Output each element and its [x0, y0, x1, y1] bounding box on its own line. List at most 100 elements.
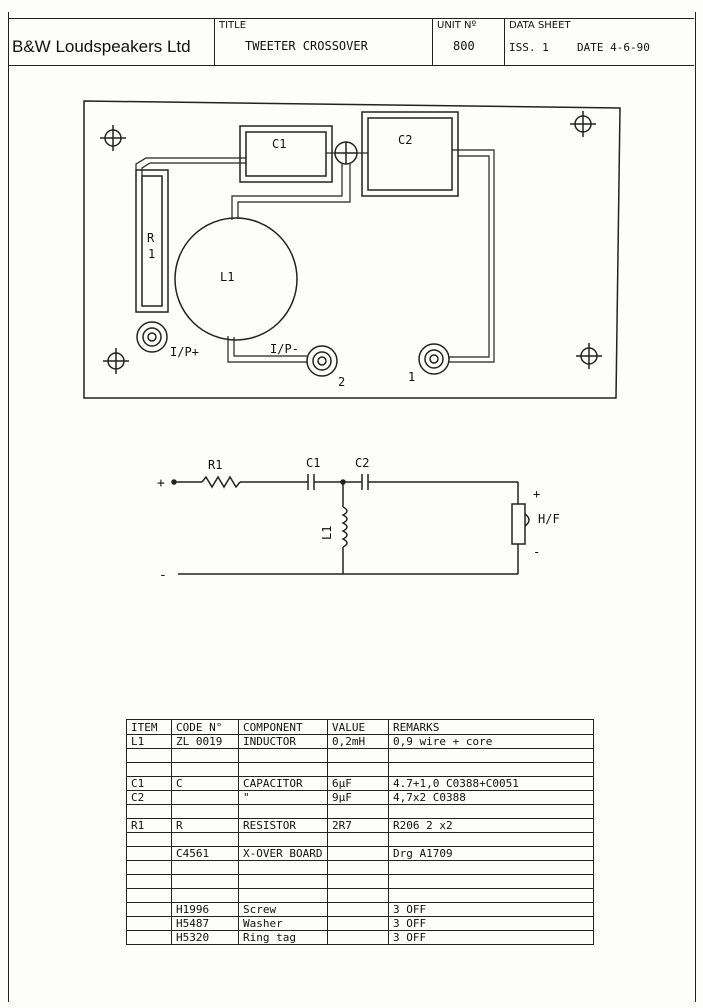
- parts-list-cell: C: [171, 776, 239, 791]
- parts-list-row: [126, 888, 594, 903]
- pcb-label-ip-plus: I/P+: [170, 345, 199, 359]
- pcb-label-pin1: 1: [408, 370, 415, 384]
- pcb-label-r1-b: 1: [148, 247, 155, 261]
- parts-list-cell: 4.7+1,0 C0388+C0051: [388, 776, 594, 791]
- parts-list-row: [126, 748, 594, 763]
- registration-mark-bottom-left: [103, 348, 129, 374]
- parts-list-cell: [327, 762, 389, 777]
- issue-number: ISS. 1: [509, 41, 549, 54]
- parts-list-cell: ZL 0019: [171, 734, 239, 749]
- schematic-label-c1: C1: [306, 456, 320, 470]
- title-cell: TITLE TWEETER CROSSOVER: [215, 19, 433, 65]
- parts-list-cell: CAPACITOR: [238, 776, 328, 791]
- parts-list-cell: [126, 804, 172, 819]
- schematic-tweeter: [511, 503, 526, 545]
- title-block: B&W Loudspeakers Ltd TITLE TWEETER CROSS…: [8, 18, 694, 66]
- parts-list-row: [126, 832, 594, 847]
- parts-list-cell: 3 OFF: [388, 902, 594, 917]
- parts-list-cell: [388, 832, 594, 847]
- company-cell: B&W Loudspeakers Ltd: [8, 19, 215, 65]
- parts-list-cell: [388, 804, 594, 819]
- sheet-border: [8, 12, 696, 1002]
- parts-list-cell: [171, 762, 239, 777]
- parts-list-cell: [171, 860, 239, 875]
- pcb-label-l1: L1: [220, 270, 234, 284]
- terminal-2: [306, 345, 338, 377]
- schematic-label-hf-minus: -: [533, 545, 540, 559]
- parts-list-cell: H5320: [171, 930, 239, 945]
- parts-list-cell: Screw: [238, 902, 328, 917]
- parts-list-cell: [327, 888, 389, 903]
- unit-label: UNIT Nº: [437, 20, 477, 31]
- parts-list-cell: [171, 874, 239, 889]
- parts-list-cell: [327, 832, 389, 847]
- schematic-r1: [201, 475, 241, 489]
- pcb-label-r1-a: R: [147, 231, 155, 245]
- parts-list-cell: [327, 930, 389, 945]
- parts-list-cell: [327, 874, 389, 889]
- parts-list-cell: 4,7x2 C0388: [388, 790, 594, 805]
- pcb-l1-outline: [174, 217, 298, 341]
- parts-list-cell: [171, 832, 239, 847]
- parts-list-cell: ": [238, 790, 328, 805]
- parts-list-cell: [327, 902, 389, 917]
- parts-list-cell: [126, 874, 172, 889]
- parts-list-cell: [171, 804, 239, 819]
- unit-cell: UNIT Nº 800: [433, 19, 505, 65]
- column-header: VALUE: [327, 719, 389, 735]
- parts-list-cell: [238, 860, 328, 875]
- parts-list-cell: H5487: [171, 916, 239, 931]
- parts-list-cell: [171, 888, 239, 903]
- parts-list-cell: R: [171, 818, 239, 833]
- registration-mark-top-left: [100, 125, 126, 151]
- terminal-1: [418, 343, 450, 375]
- parts-list-cell: [388, 874, 594, 889]
- parts-list-cell: [126, 860, 172, 875]
- company-name: B&W Loudspeakers Ltd: [12, 37, 191, 56]
- parts-list-cell: C2: [126, 790, 172, 805]
- parts-list-cell: R206 2 x2: [388, 818, 594, 833]
- parts-list-cell: 0,9 wire + core: [388, 734, 594, 749]
- datasheet-label: DATA SHEET: [509, 20, 571, 31]
- parts-list-cell: Drg A1709: [388, 846, 594, 861]
- parts-list-cell: Ring tag: [238, 930, 328, 945]
- pcb-c1-outline: [239, 125, 333, 183]
- pcb-c1-inner: [245, 131, 327, 177]
- pcb-outline: [83, 100, 621, 399]
- schematic-label-hf-plus: +: [533, 487, 540, 501]
- parts-list-cell: X-OVER BOARD: [238, 846, 328, 861]
- schematic-label-plus: +: [157, 476, 165, 491]
- parts-list-row: [126, 804, 594, 819]
- parts-list-cell: [327, 846, 389, 861]
- parts-list-row: [126, 860, 594, 875]
- parts-list-cell: [238, 748, 328, 763]
- parts-list-cell: [327, 916, 389, 931]
- terminal-ip-plus: [136, 321, 168, 353]
- parts-list-cell: L1: [126, 734, 172, 749]
- parts-list-cell: [238, 762, 328, 777]
- parts-list-cell: [388, 762, 594, 777]
- parts-list-cell: [238, 804, 328, 819]
- drawing-title: TWEETER CROSSOVER: [245, 39, 368, 53]
- parts-list-cell: [126, 888, 172, 903]
- schematic: [171, 474, 530, 575]
- column-header: COMPONENT: [238, 719, 328, 735]
- datasheet-cell: DATA SHEET ISS. 1 DATE 4-6-90: [505, 19, 694, 65]
- parts-list-cell: H1996: [171, 902, 239, 917]
- parts-list-row: [126, 762, 594, 777]
- parts-list-cell: RESISTOR: [238, 818, 328, 833]
- parts-list-cell: 3 OFF: [388, 916, 594, 931]
- pcb-r1-outline: [135, 169, 169, 313]
- schematic-tweeter-cone: [524, 513, 530, 527]
- parts-list-cell: Washer: [238, 916, 328, 931]
- parts-list-cell: 6µF: [327, 776, 389, 791]
- pcb-label-c2: C2: [398, 133, 412, 147]
